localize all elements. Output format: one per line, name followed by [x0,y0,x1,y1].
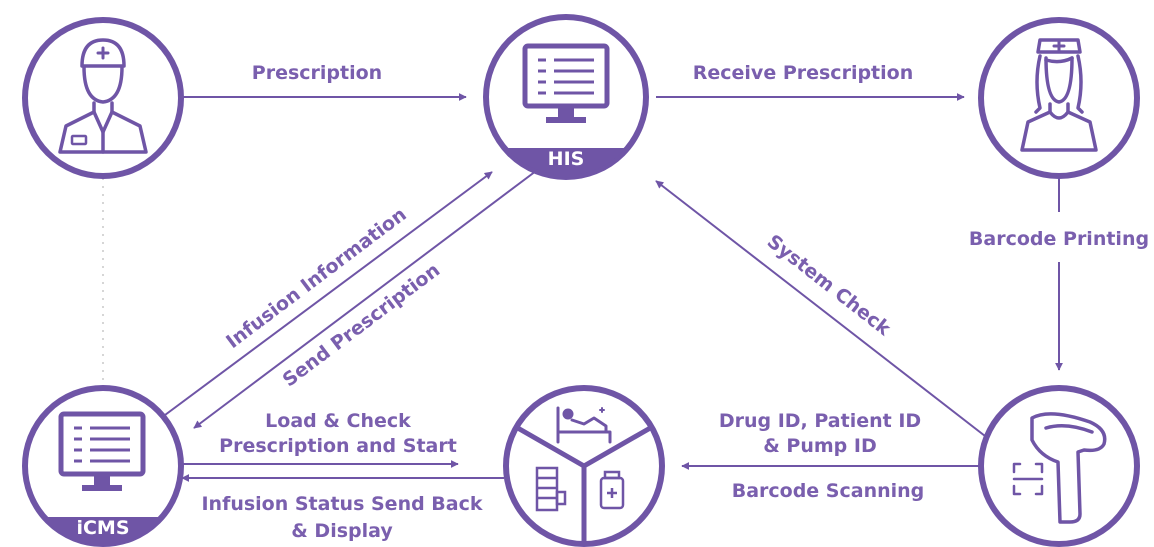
doctor-icon [58,38,148,154]
patient-bed-icon [556,406,612,444]
label-prescription: Prescription [252,62,382,84]
label-system-check: System Check [763,230,895,340]
nurse-icon [1020,38,1098,152]
medicine-bottle-icon [599,470,625,510]
arrow-infusion-information [164,171,493,416]
node-icms: iCMS [22,385,184,547]
label-load-check-line2: Prescription and Start [219,435,457,457]
label-infusion-status-line1: Infusion Status Send Back [201,493,482,515]
monitor-icon [58,411,146,491]
label-barcode-scanning: Barcode Scanning [732,480,925,502]
label-receive-prescription: Receive Prescription [693,62,913,84]
arrow-system-check [655,180,986,437]
node-doctor [22,17,184,179]
node-his: HIS [483,14,649,180]
barcode-scanner-icon [1012,412,1107,524]
monitor-icon [522,43,610,123]
label-drug-id-line1: Drug ID, Patient ID [719,410,921,432]
label-load-check-line1: Load & Check [265,410,411,432]
icms-label: iCMS [76,517,129,539]
arrow-send-prescription [193,167,541,429]
label-infusion-status-line2: & Display [291,520,393,542]
node-nurse [978,17,1140,179]
node-scanner [978,385,1140,547]
his-label: HIS [548,148,585,170]
infusion-pump-icon [535,466,567,512]
label-barcode-printing: Barcode Printing [969,228,1149,250]
node-bedside [503,385,665,547]
label-infusion-information: Infusion Information [222,203,411,353]
label-drug-id-line2: & Pump ID [763,435,877,457]
